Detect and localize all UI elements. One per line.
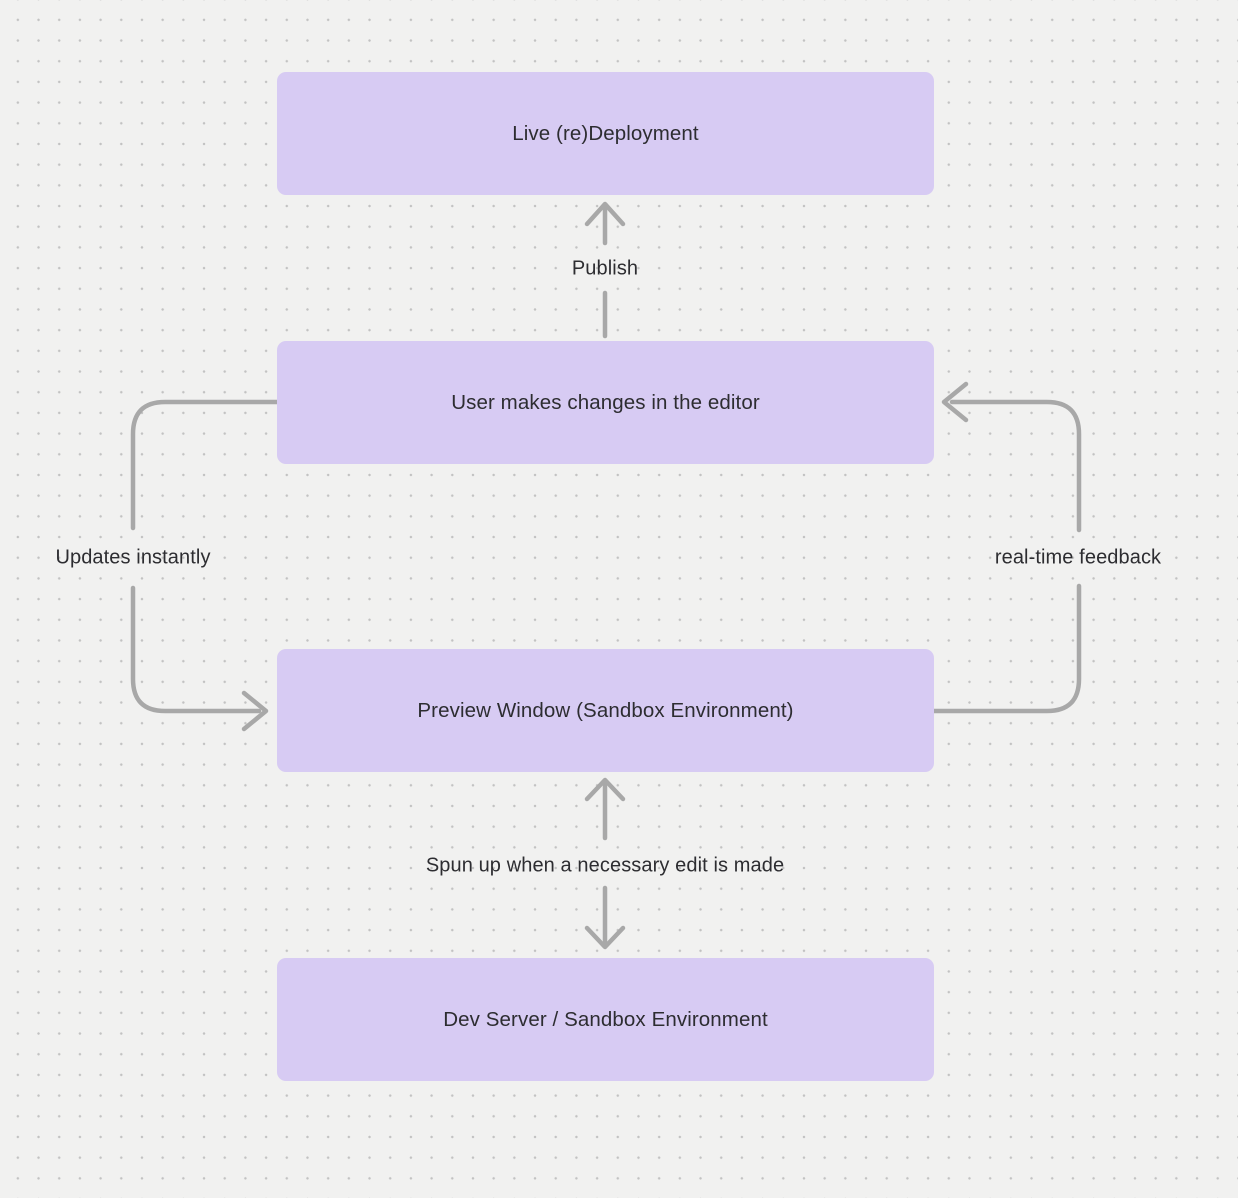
feedback-curve-lower bbox=[931, 583, 1082, 714]
updates-curve-upper bbox=[130, 399, 280, 531]
edge-label-real-time-feedback: real-time feedback bbox=[994, 546, 1162, 569]
node-preview-window-label: Preview Window (Sandbox Environment) bbox=[417, 698, 794, 722]
node-user-changes[interactable]: User makes changes in the editor bbox=[277, 341, 934, 464]
publish-arrowhead-up-icon bbox=[584, 201, 626, 227]
feedback-arrowhead-left-icon bbox=[941, 381, 969, 423]
edge-label-spun-up: Spun up when a necessary edit is made bbox=[425, 854, 785, 877]
node-dev-server-label: Dev Server / Sandbox Environment bbox=[443, 1007, 768, 1031]
node-live-redeployment[interactable]: Live (re)Deployment bbox=[277, 72, 934, 195]
updates-arrowhead-right-icon bbox=[241, 690, 269, 732]
edge-label-publish: Publish bbox=[571, 257, 639, 280]
arrow-strokes bbox=[130, 201, 1082, 950]
node-user-changes-label: User makes changes in the editor bbox=[451, 390, 760, 414]
node-preview-window[interactable]: Preview Window (Sandbox Environment) bbox=[277, 649, 934, 772]
sync-arrowhead-up-icon bbox=[584, 777, 626, 802]
node-live-redeployment-label: Live (re)Deployment bbox=[512, 121, 699, 145]
sync-arrowhead-down-icon bbox=[584, 925, 626, 950]
node-dev-server[interactable]: Dev Server / Sandbox Environment bbox=[277, 958, 934, 1081]
feedback-curve-upper bbox=[949, 399, 1082, 533]
edge-label-updates-instantly: Updates instantly bbox=[55, 546, 211, 569]
updates-curve-lower bbox=[130, 585, 262, 714]
